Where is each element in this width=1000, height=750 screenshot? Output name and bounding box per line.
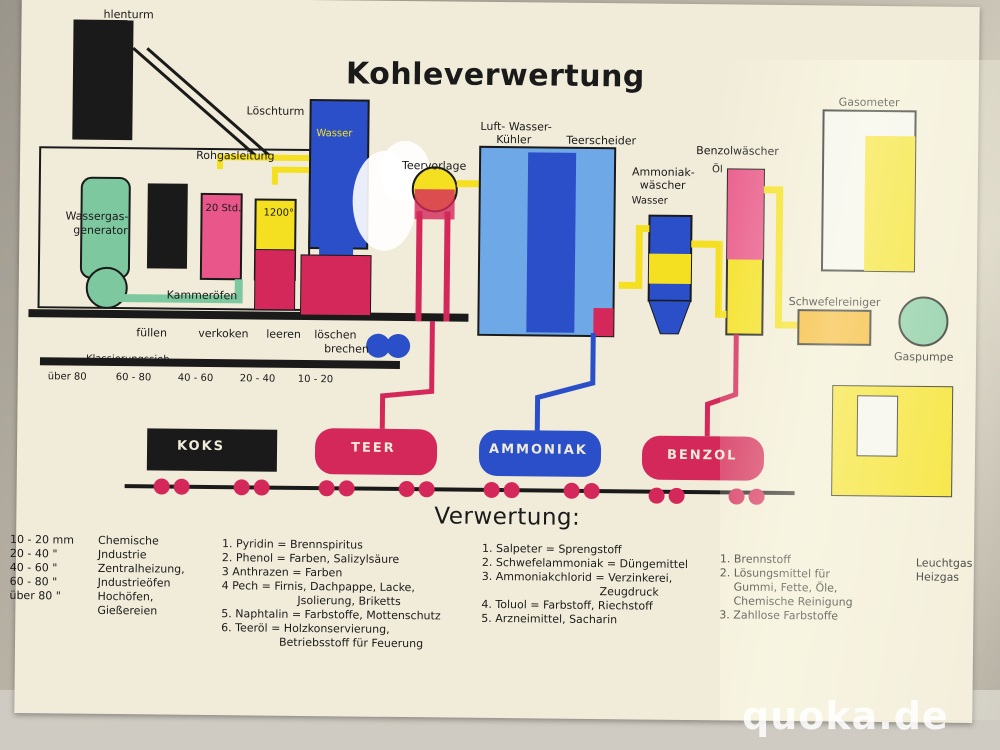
- sieve-bin-2: 60 - 80: [115, 372, 152, 384]
- label-oel: Öl: [711, 164, 723, 176]
- koks-use-row: 20 - 40 " Jndustrie: [9, 546, 147, 562]
- label-luft-kuehler-1: Luft- Wasser-: [480, 119, 552, 134]
- benzol-use-item: 3. Zahllose Farbstoffe: [719, 608, 839, 623]
- label-ammoniak-2: wäscher: [639, 178, 686, 192]
- label-teervorlage: Teervorlage: [401, 158, 467, 173]
- label-klassierungssieb: Klassierungssieb: [85, 353, 170, 366]
- wagon-label-ammoniak: AMMONIAK: [488, 441, 588, 458]
- koks-use-row: Gießereien: [97, 603, 158, 618]
- wagon-label-teer: TEER: [350, 440, 396, 456]
- benzol-use-item: Chemische Reinigung: [733, 594, 853, 609]
- label-loeschturm: Löschturm: [246, 104, 305, 118]
- label-20-std: 20 Std.: [205, 202, 242, 215]
- poster-title: Kohleverwertung: [345, 56, 646, 95]
- step-loeschen: löschen: [314, 328, 357, 342]
- sulfur-cleaner-shape: [797, 309, 872, 346]
- gas-pump-shape: [898, 296, 949, 347]
- benzol-use-item: Gummi, Fette, Öle,: [733, 580, 838, 595]
- ammoniak-uses-list: 1. Salpeter = Sprengstoff 2. Schwefelamm…: [481, 542, 688, 628]
- label-ammoniak-1: Ammoniak-: [631, 165, 695, 180]
- wagon-koks-shape: [146, 428, 278, 472]
- ammoniak-use-item: 5. Arzneimittel, Sacharin: [481, 611, 618, 627]
- wagon-ammoniak-shape: [478, 430, 602, 477]
- watermark-logo: quoka.de: [742, 694, 949, 738]
- wagon-label-koks: KOKS: [177, 438, 226, 455]
- koks-use-row: 40 - 60 " Zentralheizung,: [9, 560, 185, 576]
- teer-use-item: 4 Pech = Firnis, Dachpappe, Lacke,: [221, 579, 415, 595]
- sieve-bin-3: 40 - 60: [177, 372, 214, 385]
- teer-uses-list: 1. Pyridin = Brennspiritus 2. Phenol = F…: [221, 537, 442, 651]
- sieve-bin-1: über 80: [47, 371, 87, 383]
- chamber-fill: [146, 183, 188, 269]
- sieve-bin-5: 10 - 20: [297, 373, 334, 386]
- chamber-coke: [199, 192, 243, 281]
- label-rohgasleitung: Rohgasleitung: [196, 148, 275, 163]
- coal-tower-shape: [72, 19, 134, 141]
- label-kammeroefen: Kammeröfen: [166, 288, 238, 303]
- koks-uses-list: 10 - 20 mm Chemische 20 - 40 " Jndustrie…: [9, 532, 185, 618]
- benzol-use-item: 2. Lösungsmittel für: [719, 566, 830, 581]
- process-diagram: [28, 19, 954, 505]
- koks-use-row: über 80 " Hochöfen,: [9, 588, 154, 604]
- fan-left: [85, 266, 128, 309]
- label-1200: 1200°: [263, 207, 295, 219]
- label-gasometer: Gasometer: [838, 95, 900, 110]
- wagon-label-benzol: BENZOL: [666, 447, 738, 464]
- sieve-bin-4: 20 - 40: [239, 373, 276, 385]
- wagon-benzol-shape: [641, 435, 765, 481]
- label-wassergas-2: generator: [73, 223, 128, 238]
- koks-use-row: 10 - 20 mm Chemische: [10, 532, 159, 548]
- teer-use-item: 6. Teeröl = Holzkonservierung,: [221, 621, 390, 636]
- label-wasser-tower: Wasser: [316, 128, 353, 140]
- ammoniak-use-item: 3. Ammoniakchlorid = Verzinkerei,: [481, 569, 673, 585]
- teer-use-item: Betriebsstoff für Feuerung: [278, 635, 424, 651]
- label-luft-kuehler-2: Kühler: [496, 132, 532, 147]
- label-schwefelreiniger: Schwefelreiniger: [788, 295, 881, 310]
- benzol-uses-list: 1. Brennstoff 2. Lösungsmittel für Gummi…: [719, 552, 853, 623]
- step-verkoken: verkoken: [198, 326, 249, 341]
- label-wasser-small: Wasser: [631, 195, 668, 207]
- label-gaspumpe: Gaspumpe: [893, 350, 954, 364]
- label-kohlenturm: hlenturm: [103, 7, 154, 22]
- benzol-use-item: 1. Brennstoff: [719, 552, 791, 567]
- gas-use-item: Heizgas: [915, 570, 960, 584]
- label-teerscheider: Teerscheider: [566, 133, 637, 148]
- poster-subtitle: Verwertung:: [434, 503, 581, 531]
- koks-use-row: 60 - 80 " Jndustrieöfen: [9, 574, 171, 590]
- wagon-teer-shape: [314, 428, 438, 476]
- gas-uses-list: Leuchtgas Heizgas: [916, 556, 973, 585]
- poster: Kohleverwertung Verwertung: hlenturm Lös…: [9, 0, 980, 723]
- step-brechen: brechen: [324, 342, 369, 356]
- gas-use-item: Leuchtgas: [915, 556, 973, 570]
- label-benzolwaescher: Benzolwäscher: [696, 144, 779, 158]
- label-wassergas-1: Wassergas-: [65, 209, 129, 224]
- step-leeren: leeren: [266, 327, 301, 341]
- step-fuellen: füllen: [136, 326, 168, 340]
